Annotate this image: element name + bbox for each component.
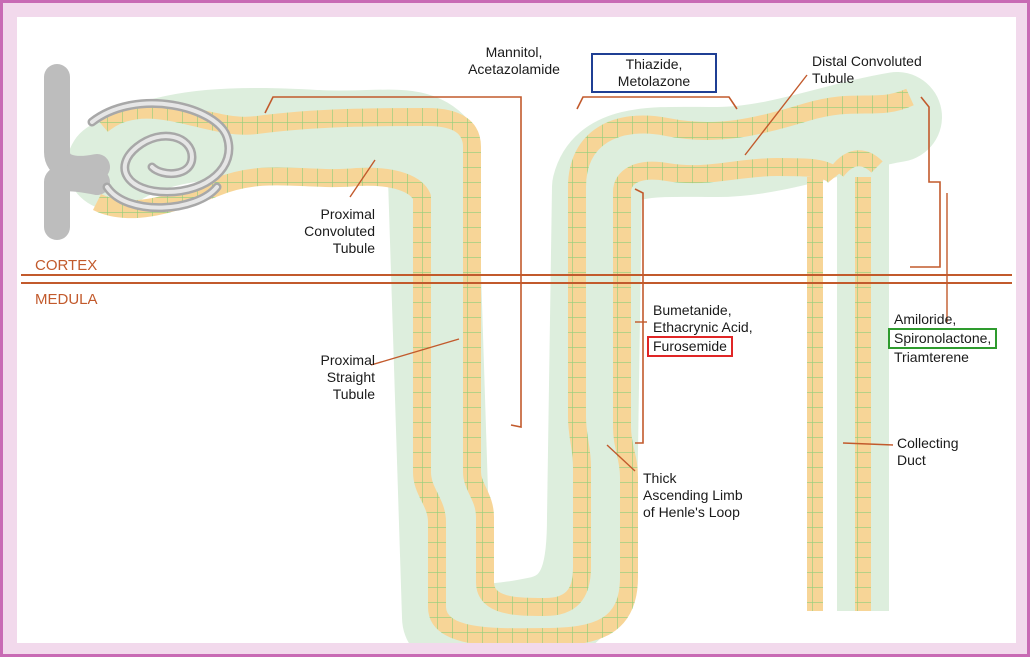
thiazide-box: Thiazide, Metolazone bbox=[591, 53, 717, 93]
proximal-straight-line-3: Tubule bbox=[275, 386, 375, 403]
osmotic-drugs-label: Mannitol, Acetazolamide bbox=[449, 44, 579, 78]
thiazide-text: Thiazide, bbox=[597, 56, 711, 73]
bumetanide-text: Bumetanide, bbox=[653, 302, 753, 319]
acetazolamide-text: Acetazolamide bbox=[449, 61, 579, 78]
proximal-convoluted-line-1: Proximal bbox=[275, 206, 375, 223]
thick-ascending-line-3: of Henle's Loop bbox=[643, 504, 743, 521]
collecting-duct-label: Collecting Duct bbox=[897, 435, 958, 469]
spironolactone-text: Spironolactone, bbox=[888, 328, 997, 349]
collecting-duct-line-2: Duct bbox=[897, 452, 958, 469]
medulla-label: MEDULA bbox=[35, 291, 98, 308]
proximal-straight-label: Proximal Straight Tubule bbox=[275, 352, 375, 403]
proximal-straight-line-2: Straight bbox=[275, 369, 375, 386]
loop-drugs-label: Bumetanide, Ethacrynic Acid, Furosemide bbox=[653, 302, 753, 357]
thick-ascending-line-1: Thick bbox=[643, 470, 743, 487]
distal-convoluted-label: Distal Convoluted Tubule bbox=[812, 53, 922, 87]
tubule-lumen-band bbox=[112, 117, 897, 629]
collecting-duct-line-1: Collecting bbox=[897, 435, 958, 452]
thick-ascending-label: Thick Ascending Limb of Henle's Loop bbox=[643, 470, 743, 521]
proximal-straight-line-1: Proximal bbox=[275, 352, 375, 369]
k-sparing-drugs-label: Amiloride, Spironolactone, Triamterene bbox=[894, 311, 997, 366]
furosemide-text: Furosemide bbox=[647, 336, 733, 357]
diagram-panel: CORTEX MEDULA Proximal Convoluted Tubule… bbox=[17, 17, 1016, 643]
metolazone-text: Metolazone bbox=[597, 73, 711, 90]
cortex-label: CORTEX bbox=[35, 257, 97, 274]
thick-ascending-line-2: Ascending Limb bbox=[643, 487, 743, 504]
proximal-convoluted-label: Proximal Convoluted Tubule bbox=[275, 206, 375, 257]
triamterene-text: Triamterene bbox=[894, 349, 997, 366]
mannitol-text: Mannitol, bbox=[449, 44, 579, 61]
proximal-convoluted-line-2: Convoluted bbox=[275, 223, 375, 240]
amiloride-text: Amiloride, bbox=[894, 311, 997, 328]
proximal-convoluted-line-3: Tubule bbox=[275, 240, 375, 257]
distal-convoluted-line-1: Distal Convoluted bbox=[812, 53, 922, 70]
distal-convoluted-line-2: Tubule bbox=[812, 70, 922, 87]
nephron-diagram bbox=[17, 17, 1016, 643]
ethacrynic-acid-text: Ethacrynic Acid, bbox=[653, 319, 753, 336]
